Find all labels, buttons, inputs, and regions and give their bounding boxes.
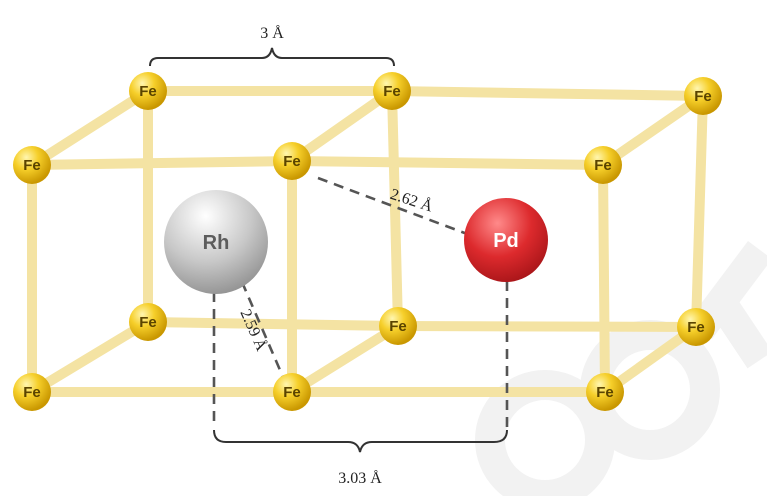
fe-label: Fe: [139, 314, 157, 331]
fe-label: Fe: [139, 83, 157, 100]
rh-label: Rh: [203, 232, 230, 254]
fe-atom: Fe: [13, 146, 51, 184]
fe-label: Fe: [596, 384, 614, 401]
fe-atom: Fe: [379, 307, 417, 345]
fe-atom-sphere: [13, 146, 51, 184]
fe-atom-sphere: [379, 307, 417, 345]
fe-label: Fe: [687, 319, 705, 336]
rh-fe-dashed-line: [240, 281, 285, 378]
fe-atom: Fe: [13, 373, 51, 411]
fe-label: Fe: [23, 157, 41, 174]
fe-atom: Fe: [273, 373, 311, 411]
fe-atom-sphere: [373, 72, 411, 110]
rh-atom: Rh: [164, 190, 268, 294]
top-brace: [149, 47, 395, 67]
fe-label: Fe: [383, 83, 401, 100]
fe-atom-sphere: [684, 77, 722, 115]
fe-atom: Fe: [373, 72, 411, 110]
front-bonds: [27, 156, 610, 397]
bottom-brace: [213, 429, 508, 453]
fe-label: Fe: [283, 153, 301, 170]
fe-atom: Fe: [586, 373, 624, 411]
fe-atom: Fe: [129, 72, 167, 110]
fe-label: Fe: [283, 384, 301, 401]
fe-atom-sphere: [586, 373, 624, 411]
rh-fe-distance-label: 2.59 Å: [236, 306, 270, 354]
fe-label: Fe: [389, 318, 407, 335]
pd-atom: Pd: [464, 198, 548, 282]
distance-lines: [212, 176, 509, 428]
fe-atom-sphere: [129, 303, 167, 341]
bottom-distance-label: 3.03 Å: [338, 469, 382, 487]
top-distance-label: 3 Å: [260, 24, 284, 42]
watermark: [475, 241, 767, 496]
fe-atom-sphere: [677, 308, 715, 346]
fe-atom: Fe: [677, 308, 715, 346]
fe-atom-sphere: [584, 146, 622, 184]
fe-atom-sphere: [129, 72, 167, 110]
fe-atom: Fe: [684, 77, 722, 115]
fe-label: Fe: [594, 157, 612, 174]
fe-atom-sphere: [273, 142, 311, 180]
fe-label: Fe: [23, 384, 41, 401]
pd-label: Pd: [493, 230, 519, 252]
fe-atom-sphere: [273, 373, 311, 411]
fe-label: Fe: [694, 88, 712, 105]
fe-atom: Fe: [129, 303, 167, 341]
fe-atom-sphere: [13, 373, 51, 411]
fe-atom: Fe: [273, 142, 311, 180]
fe-atom: Fe: [584, 146, 622, 184]
